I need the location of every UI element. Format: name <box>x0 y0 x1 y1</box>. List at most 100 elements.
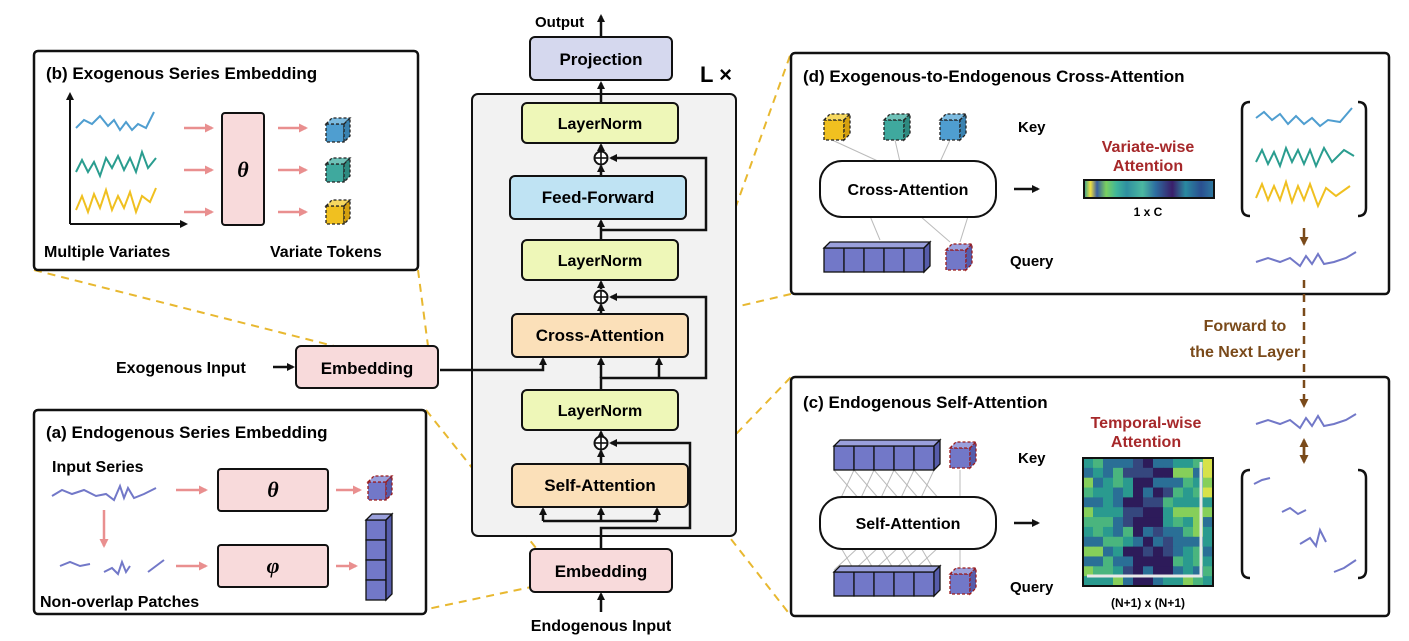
heatmap-cell <box>1163 477 1174 489</box>
heatmap-cell <box>1083 546 1094 557</box>
heatmap-cell <box>1133 487 1144 498</box>
key-label-c: Key <box>1018 450 1046 467</box>
heatmap-cell <box>1143 507 1154 518</box>
heatmap-cell <box>1203 467 1214 479</box>
heatmap-cell <box>1093 576 1104 587</box>
variate-attn-size: 1 x C <box>1134 205 1163 219</box>
layernorm-low-label: LayerNorm <box>558 403 642 420</box>
heatmap-cell <box>1183 556 1194 567</box>
heatmap-cell <box>1083 556 1094 567</box>
heatmap-cell <box>1203 536 1214 548</box>
panel-c: (c) Endogenous Self-Attention <box>789 375 1391 618</box>
heatmap-cell <box>1183 467 1194 479</box>
heatmap-cell <box>1183 517 1194 528</box>
heatmap-cell <box>1133 497 1144 508</box>
heatmap-cell <box>1083 536 1094 548</box>
temporal-attn-size: (N+1) x (N+1) <box>1111 596 1185 610</box>
heatmap-cell <box>1113 556 1124 567</box>
heatmap-cell <box>1173 576 1184 587</box>
theta-exo-box <box>221 112 265 226</box>
query-token-d <box>944 242 974 272</box>
query-label-d: Query <box>1010 253 1054 270</box>
heatmap-cell <box>1103 556 1114 567</box>
heatmap-cell <box>1143 526 1154 538</box>
panel-c-title: (c) Endogenous Self-Attention <box>803 393 1048 412</box>
heatmap-cell <box>1193 507 1204 518</box>
key-token-c <box>948 440 978 470</box>
heatmap-cell <box>1183 546 1194 557</box>
embedding-exo-box: Embedding <box>295 345 439 389</box>
heatmap-cell <box>1203 566 1214 577</box>
heatmap-cell <box>1083 526 1094 538</box>
heatmap-cell <box>1183 497 1194 508</box>
heatmap-cell <box>1113 477 1124 489</box>
heatmap-cell <box>1123 566 1134 577</box>
heatmap-cell <box>1123 467 1134 479</box>
heatmap-cell <box>1093 497 1104 508</box>
heatmap-cell <box>1103 467 1114 479</box>
heatmap-cell <box>1183 576 1194 587</box>
endogenous-input-label: Endogenous Input <box>531 618 672 635</box>
heatmap-cell <box>1163 556 1174 567</box>
heatmap-cell <box>1123 546 1134 557</box>
heatmap-cell <box>1103 477 1114 489</box>
layernorm-top-label: LayerNorm <box>558 116 642 133</box>
heatmap-cell <box>1113 526 1124 538</box>
temporal-attention-heatmap <box>1083 458 1214 587</box>
heatmap-cell <box>1173 497 1184 508</box>
heatmap-cell <box>1083 497 1094 508</box>
residual-add-1 <box>593 150 609 166</box>
heatmap-cell <box>1183 536 1194 548</box>
heatmap-cell <box>1193 556 1204 567</box>
phi-box <box>217 544 329 588</box>
heatmap-cell <box>1163 507 1174 518</box>
heatmap-cell <box>1153 487 1164 498</box>
heatmap-cell <box>1163 458 1174 469</box>
heatmap-cell <box>1093 487 1104 498</box>
heatmap-cell <box>1163 536 1174 548</box>
heatmap-cell <box>1113 497 1124 508</box>
theta-endo-box <box>217 468 329 512</box>
layernorm-top-box: LayerNorm <box>521 102 679 144</box>
panel-a-title: (a) Endogenous Series Embedding <box>46 423 327 442</box>
theta-endo-label: θ <box>267 477 279 502</box>
heatmap-cell <box>1203 487 1214 498</box>
heatmap-cell <box>1083 487 1094 498</box>
heatmap-cell <box>1163 517 1174 528</box>
panel-b: (b) Exogenous Series Embedding θ <box>32 49 420 272</box>
heatmap-cell <box>1123 576 1134 587</box>
heatmap-cell <box>1163 467 1174 479</box>
residual-add-2 <box>593 289 609 305</box>
heatmap-cell <box>1183 526 1194 538</box>
heatmap-cell <box>1163 576 1174 587</box>
heatmap-cell <box>1123 507 1134 518</box>
heatmap-cell <box>1203 458 1214 469</box>
heatmap-cell <box>1093 566 1104 577</box>
heatmap-cell <box>1203 576 1214 587</box>
forward-connector: Forward to the Next Layer <box>1190 280 1309 408</box>
key-label-d: Key <box>1018 119 1046 136</box>
cross-attention-op <box>819 160 997 218</box>
heatmap-cell <box>1153 576 1164 587</box>
heatmap-cell <box>1103 546 1114 557</box>
variate-tokens-label: Variate Tokens <box>270 244 382 261</box>
heatmap-cell <box>1163 526 1174 538</box>
heatmap-cell <box>1093 546 1104 557</box>
cross-attention-box: Cross-Attention <box>511 313 689 358</box>
panel-a: (a) Endogenous Series Embedding Input Se… <box>32 408 428 616</box>
heatmap-cell <box>1083 517 1094 528</box>
heatmap-cell <box>1153 507 1164 518</box>
layernorm-mid-label: LayerNorm <box>558 253 642 270</box>
query-label-c: Query <box>1010 579 1054 596</box>
heatmap-cell <box>1093 477 1104 489</box>
heatmap-cell <box>1153 467 1164 479</box>
heatmap-cell <box>1113 507 1124 518</box>
heatmap-cell <box>1113 576 1124 587</box>
heatmap-cell <box>1183 477 1194 489</box>
query-token-row-d <box>822 240 932 274</box>
input-series-label: Input Series <box>52 459 144 476</box>
heatmap-cell <box>1153 556 1164 567</box>
variate-attn-title-1: Variate-wise <box>1102 139 1195 156</box>
self-attention-box: Self-Attention <box>511 463 689 508</box>
